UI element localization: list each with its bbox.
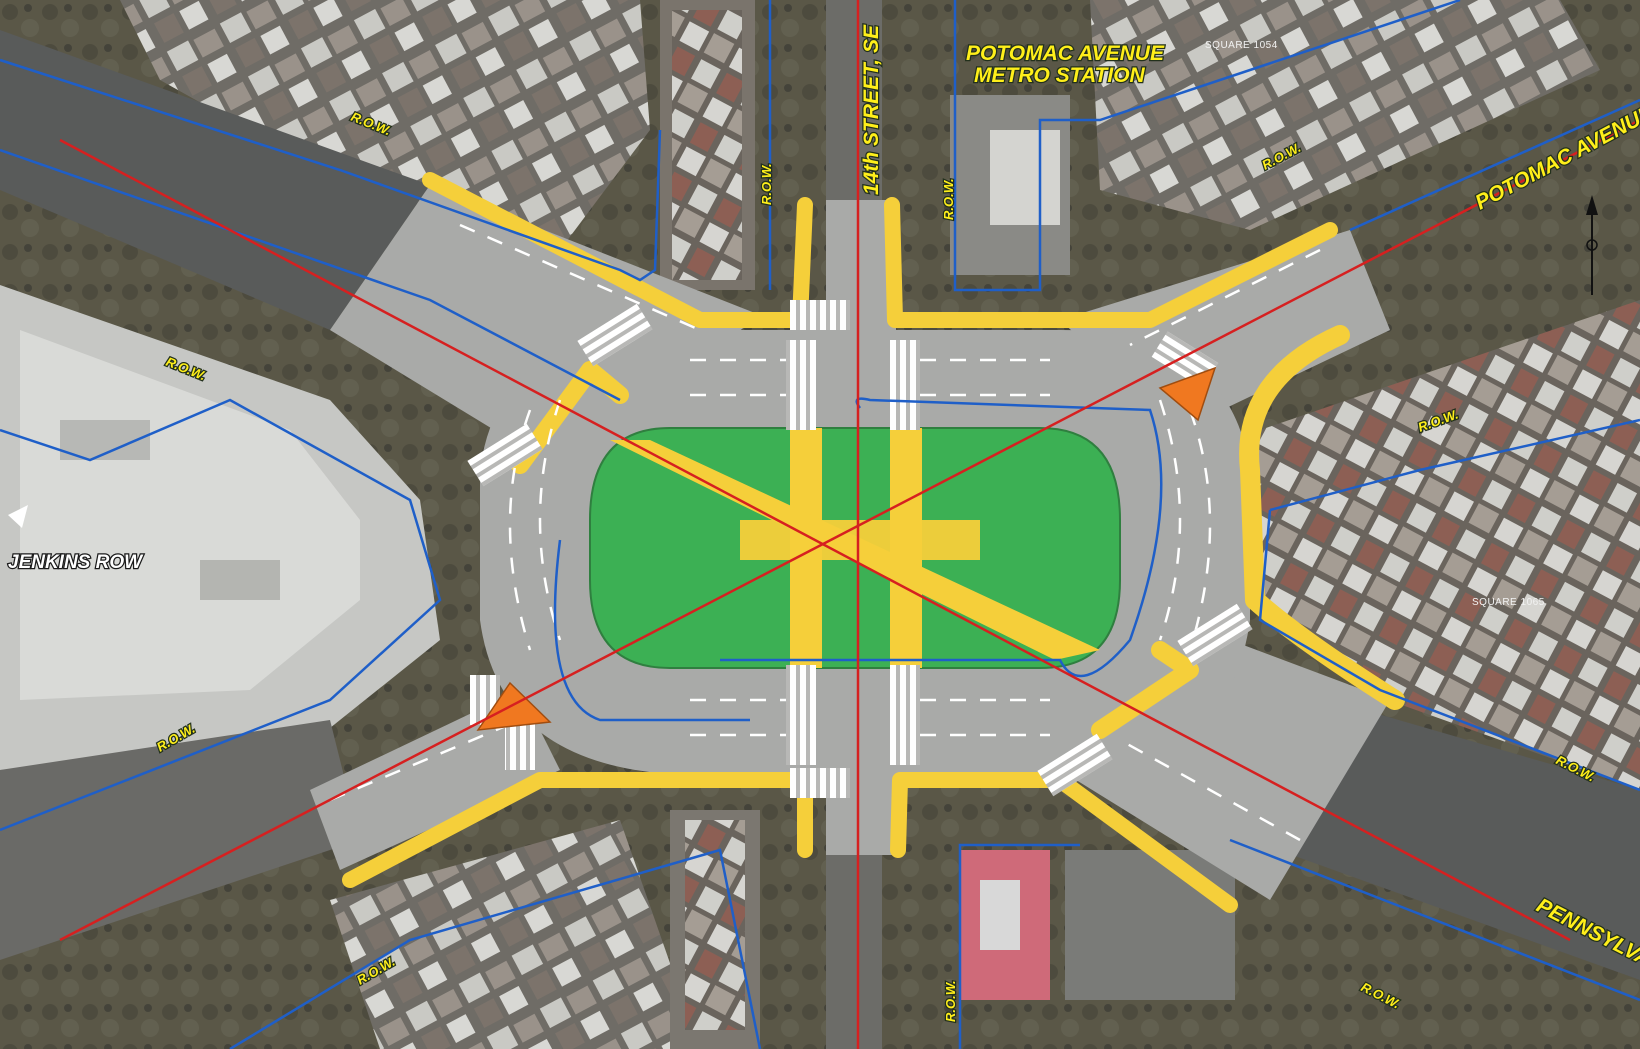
label-metro-line1: POTOMAC AVENUE <box>966 42 1165 65</box>
label-row: R.O.W. <box>759 163 774 205</box>
north-arrow-icon <box>1586 195 1598 295</box>
label-jenkins-row: JENKINS ROW <box>8 552 144 573</box>
label-row: R.O.W. <box>941 178 956 220</box>
traffic-islands <box>476 366 1217 731</box>
crosswalks <box>467 300 1253 798</box>
marker-icon <box>8 505 28 528</box>
lane-markings <box>329 223 1321 842</box>
centerlines <box>59 0 1640 1049</box>
label-square-1054: SQUARE 1054 <box>1205 40 1278 51</box>
label-row: R.O.W. <box>943 980 958 1022</box>
label-metro-line2: METRO STATION <box>974 64 1146 87</box>
label-square-1065: SQUARE 1065 <box>1472 597 1545 608</box>
label-14th-street: 14th STREET, SE <box>860 24 883 195</box>
